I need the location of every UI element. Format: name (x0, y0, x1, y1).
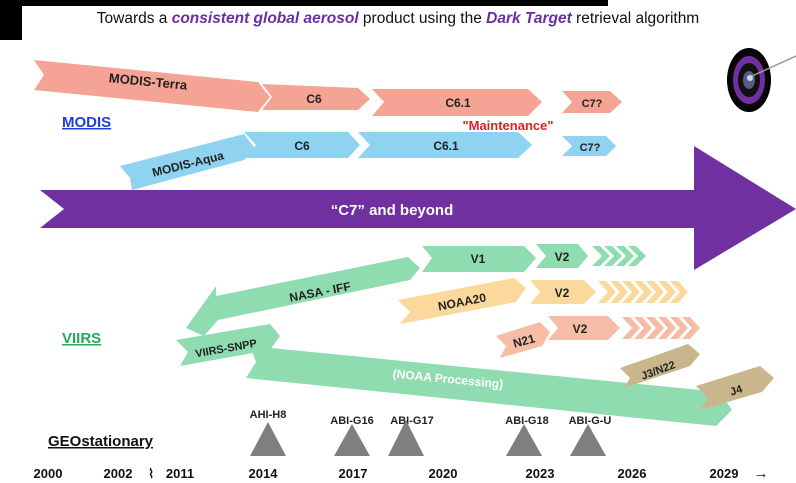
n21-v2-label: V2 (573, 322, 588, 336)
geo-sensor-marker (388, 420, 424, 456)
modis-terra-c6-arrow (262, 84, 370, 110)
geo-section-label: GEOstationary (48, 433, 154, 450)
modis-aqua-c61-label: C6.1 (433, 139, 459, 153)
nasa-v2-arrow (536, 244, 588, 268)
n21-v2-arrow (548, 316, 620, 340)
noaa20-v2-label: V2 (555, 286, 570, 300)
year-label: 2011 (166, 466, 194, 481)
top-black-bar (0, 0, 608, 6)
viirs-nasa-row: NASA - IFF V1 V2 (186, 244, 646, 336)
axis-break-symbol: ⌇ (148, 466, 154, 481)
modis-terra-c7-label: C7? (582, 98, 603, 110)
modis-aqua-row: MODIS-Aqua C6 C6.1 C7? (120, 132, 616, 190)
n21-future-chevrons (622, 317, 700, 339)
geo-sensor-label: AHI-H8 (250, 409, 287, 421)
year-label: 2023 (526, 466, 555, 481)
modis-terra-row: MODIS-Terra C6 C6.1 C7? (34, 60, 622, 116)
n21-label: N21 (512, 331, 537, 350)
modis-aqua-c7-arrow (562, 136, 616, 156)
modis-section-label: MODIS (62, 114, 111, 131)
year-label: 2029 (710, 466, 739, 481)
nasa-v2-label: V2 (555, 250, 570, 264)
year-label: 2000 (34, 466, 63, 481)
n21-row: N21 V2 (496, 316, 700, 358)
year-label: 2014 (249, 466, 279, 481)
title-emphasis-dark-target: Dark Target (486, 10, 572, 27)
geo-sensor-label: ABI-G17 (390, 415, 433, 427)
timeline-axis: 2000 2002 ⌇ 2011 2014 2017 2020 2023 202… (34, 465, 769, 482)
geo-sensor-label: ABI-G18 (505, 415, 548, 427)
modis-aqua-c7-label: C7? (580, 142, 601, 154)
noaa20-arrow (398, 278, 526, 324)
noaa-processing-arrow (246, 346, 732, 426)
viirs-snpp-arrow (176, 324, 280, 366)
target-icon (727, 48, 796, 112)
modis-aqua-arrow (120, 134, 256, 190)
c7-and-beyond-arrow (40, 146, 796, 270)
left-black-bar (0, 0, 22, 40)
modis-aqua-c6-label: C6 (294, 139, 310, 153)
geo-sensor-marker (334, 424, 370, 456)
nasa-iff-arrow (186, 257, 420, 336)
modis-terra-c6-label: C6 (306, 92, 322, 106)
noaa20-future-chevrons (598, 281, 688, 303)
noaa20-v2-arrow (530, 280, 596, 304)
geo-sensor-marker (570, 424, 606, 456)
year-label: 2002 (104, 466, 133, 481)
modis-terra-c7-arrow (562, 91, 622, 113)
year-label: 2026 (618, 466, 647, 481)
modis-terra-arrow (34, 60, 270, 112)
title-prefix: Towards a (96, 10, 172, 27)
c7-and-beyond-label: “C7” and beyond (331, 202, 454, 219)
nasa-v1-label: V1 (471, 252, 486, 266)
j4-label: J4 (729, 383, 745, 398)
nasa-v1-arrow (422, 246, 536, 272)
modis-terra-c61-label: C6.1 (445, 96, 471, 110)
page-title: Towards a consistent global aerosol prod… (0, 10, 796, 28)
geo-sensor-row: AHI-H8 ABI-G16 ABI-G17 ABI-G18 ABI-G-U (250, 409, 612, 456)
geo-sensor-label: ABI-G16 (330, 415, 373, 427)
j3n22-arrow (620, 344, 700, 388)
modis-aqua-c61-arrow (358, 132, 532, 158)
timeline-arrow-icon: → (754, 465, 769, 482)
j4-arrow (696, 366, 774, 410)
n21-arrow (496, 322, 550, 358)
year-label: 2017 (339, 466, 368, 481)
geo-sensor-label: ABI-G-U (569, 415, 612, 427)
year-label: 2020 (429, 466, 458, 481)
viirs-snpp-row: (NOAA Processing) VIIRS-SNPP (176, 324, 732, 426)
nasa-future-chevrons (592, 246, 646, 266)
geo-sensor-marker (250, 422, 286, 456)
modis-aqua-c6-arrow (244, 132, 360, 158)
title-emphasis-aerosol: consistent global aerosol (171, 10, 359, 27)
title-suffix: retrieval algorithm (571, 10, 700, 27)
noaa20-row: NOAA20 V2 (398, 278, 688, 324)
viirs-section-label: VIIRS (62, 330, 101, 347)
title-middle: product using the (358, 10, 487, 27)
maintenance-label: "Maintenance" (462, 118, 553, 133)
geo-sensor-marker (506, 424, 542, 456)
modis-terra-c61-arrow (372, 89, 542, 116)
